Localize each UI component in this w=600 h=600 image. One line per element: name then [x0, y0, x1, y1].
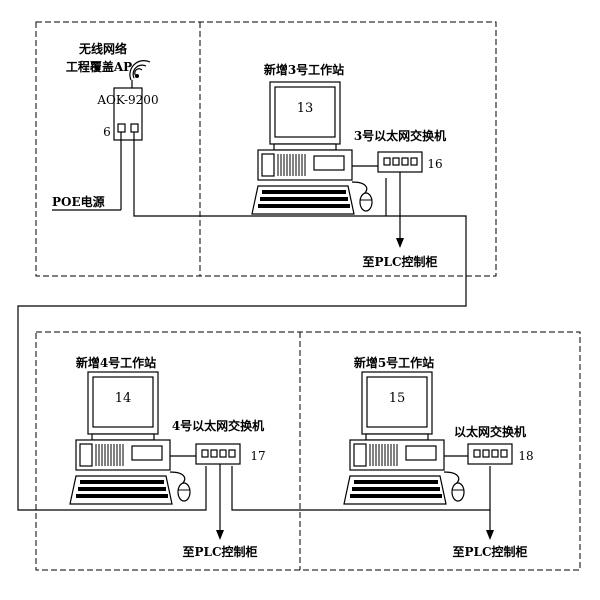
- ws4-title: 新增4号工作站: [76, 355, 156, 370]
- ap-port-1: [117, 123, 126, 133]
- ws5-switch-icon: [467, 443, 513, 465]
- ap-title-line2: 工程覆盖AP: [66, 59, 132, 74]
- ws3-switch-number: 16: [427, 157, 442, 171]
- ws4-switch-label: 4号以太网交换机: [172, 418, 264, 433]
- ws5-plc-arrow: [486, 530, 494, 540]
- ws4-plc-label: 至PLC控制柜: [182, 544, 257, 559]
- bottom-region-frame: [35, 331, 581, 571]
- ws4-switch-icon: [195, 443, 241, 465]
- ws5-switch-number: 18: [518, 449, 533, 463]
- ap-number: 6: [103, 125, 111, 139]
- wifi-icon: [129, 60, 151, 81]
- ap-section: 无线网络 工程覆盖AP AOK-9200 6 POE电源: [52, 41, 159, 211]
- ws3-plc-label: 至PLC控制柜: [362, 254, 437, 269]
- ws3-plc-arrow: [396, 238, 404, 248]
- ws3-title: 新增3号工作站: [264, 62, 344, 77]
- ws4-plc-arrow: [216, 530, 224, 540]
- ap-model: AOK-9200: [96, 93, 158, 107]
- ws5-plc-label: 至PLC控制柜: [452, 544, 527, 559]
- poe-power-label: POE电源: [52, 194, 105, 209]
- ws3-switch-icon: [377, 151, 423, 173]
- ws4-monitor-number: 14: [115, 391, 132, 406]
- regions: [35, 21, 581, 571]
- top-region-frame: [35, 21, 497, 277]
- ws4-switch-number: 17: [250, 449, 265, 463]
- workstation-5: 新增5号工作站 15 以太网交换机 18 至PLC控制柜: [343, 355, 534, 559]
- ap-port-2: [130, 123, 139, 133]
- ap-title-line1: 无线网络: [78, 41, 127, 56]
- network-cables: [17, 132, 491, 511]
- ws5-switch-label: 以太网交换机: [454, 424, 526, 439]
- ws5-monitor-number: 15: [389, 391, 406, 406]
- workstation-4: 新增4号工作站 14 4号以太网交换机 17 至PLC控制柜: [69, 355, 266, 559]
- ws3-monitor-number: 13: [297, 101, 314, 116]
- workstation-3: 新增3号工作站 13 3号以太网交换机 16 至PLC控制柜: [251, 62, 446, 269]
- ws5-title: 新增5号工作站: [354, 355, 434, 370]
- ws3-switch-label: 3号以太网交换机: [354, 128, 446, 143]
